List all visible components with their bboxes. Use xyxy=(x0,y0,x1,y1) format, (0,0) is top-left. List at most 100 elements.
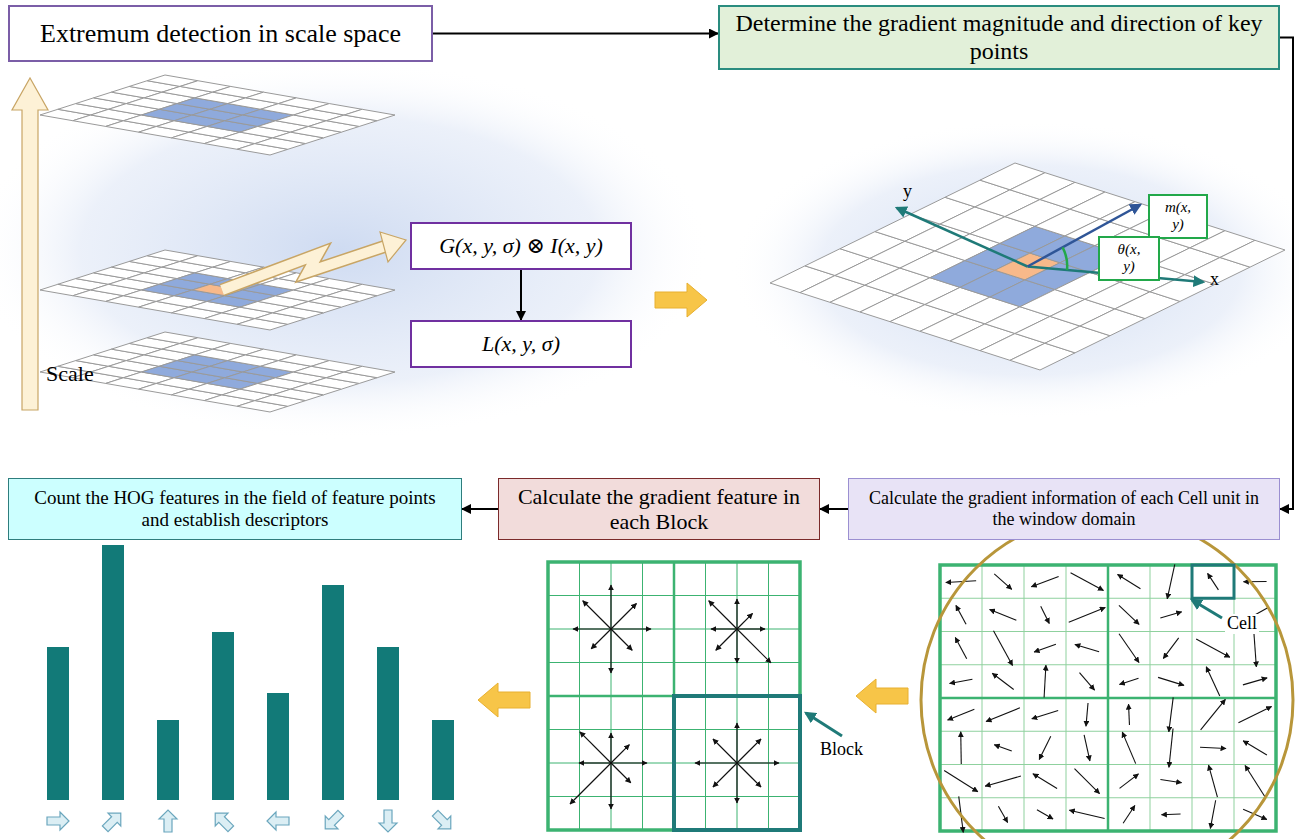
gradient-arrow xyxy=(1123,806,1135,824)
gradient-arrow xyxy=(737,628,765,629)
zigzag-arrow-head xyxy=(380,232,406,262)
symbol-box: m(x, y) xyxy=(1148,194,1208,239)
gradient-arrow xyxy=(994,574,1011,590)
scale-plane xyxy=(40,332,395,412)
gradient-arrow xyxy=(1243,741,1267,755)
gradient-arrow xyxy=(583,601,611,629)
connector-arrow xyxy=(520,270,522,320)
gradient-arrow xyxy=(1200,747,1226,748)
gradient-arrow xyxy=(611,629,632,650)
gradient-arrow xyxy=(1084,735,1090,761)
grid-border xyxy=(940,565,1276,831)
window-circle xyxy=(921,514,1293,839)
y-axis xyxy=(897,208,1028,267)
gradient-arrow xyxy=(716,629,737,650)
gradient-arrow xyxy=(1044,665,1046,697)
gradient-arrow xyxy=(1196,639,1230,657)
process-box: Calculate the gradient information of ea… xyxy=(848,478,1280,540)
direction-icon xyxy=(379,810,397,832)
node-text: Determine the gradient magnitude and dir… xyxy=(730,10,1268,65)
gradient-arrow xyxy=(1245,765,1265,796)
histogram-bar xyxy=(377,647,399,800)
gradient-arrow xyxy=(1206,667,1220,696)
gradient-arrow xyxy=(610,733,611,763)
grid-cell xyxy=(344,109,395,120)
node-text: Extremum detection in scale space xyxy=(40,19,401,49)
histogram-bar xyxy=(157,720,179,800)
gradient-arrow xyxy=(611,604,636,629)
zigzag-arrow xyxy=(222,246,386,290)
gradient-arrow xyxy=(994,745,1011,751)
gradient-arrow xyxy=(736,723,737,763)
gradient-arrow xyxy=(950,679,973,683)
gradient-arrow xyxy=(948,709,975,720)
histogram-bar xyxy=(212,632,234,800)
direction-icon xyxy=(209,807,237,835)
gradient-arrow xyxy=(695,762,737,763)
direction-icon xyxy=(319,807,347,835)
gradient-arrow xyxy=(1201,699,1226,730)
gradient-arrow xyxy=(1210,800,1215,828)
gradient-arrow xyxy=(1071,573,1104,591)
gradient-arrow xyxy=(737,739,761,763)
grid-line xyxy=(940,698,1276,699)
gradient-arrow xyxy=(1075,644,1099,651)
flow-arrow xyxy=(856,679,908,713)
direction-icon xyxy=(159,810,177,832)
gradient-arrow xyxy=(1031,577,1058,587)
gradient-arrow xyxy=(737,613,753,629)
gradient-arrow xyxy=(580,732,611,763)
gradient-arrow xyxy=(944,771,978,792)
leader-arrow xyxy=(806,713,842,736)
gradient-arrow xyxy=(986,708,1020,722)
glow xyxy=(0,60,710,440)
gradient-arrow xyxy=(611,763,631,783)
gradient-arrow xyxy=(1120,774,1139,788)
gradient-arrow xyxy=(737,629,771,663)
gradient-arrow xyxy=(736,629,737,663)
histogram xyxy=(47,545,457,835)
histogram-bar xyxy=(267,693,289,800)
gradient-arrow xyxy=(1160,612,1181,618)
gradient-arrow xyxy=(570,763,611,804)
gradient-arrow xyxy=(960,732,962,764)
process-box: Extremum detection in scale space xyxy=(8,5,433,62)
gradient-arrow xyxy=(1032,710,1058,718)
formula-box: L(x, y, σ) xyxy=(410,320,632,368)
gradient-arrow xyxy=(611,762,647,763)
gradient-arrow xyxy=(1243,678,1267,685)
grid-cell xyxy=(1220,240,1285,267)
gradient-arrow xyxy=(573,628,611,629)
direction-icon xyxy=(47,812,69,830)
scale-plane xyxy=(40,75,395,155)
gradient-arrow xyxy=(1163,638,1178,659)
gradient-arrow xyxy=(1208,573,1219,589)
gradient-arrow xyxy=(1158,677,1184,685)
gradient-arrow xyxy=(990,610,1017,621)
gradient-arrow xyxy=(956,605,966,624)
direction-icon xyxy=(99,807,127,835)
text-label: Scale xyxy=(46,362,94,386)
gradient-arrow xyxy=(1243,581,1266,582)
gradient-arrow xyxy=(946,581,976,583)
flow-arrow xyxy=(478,683,530,717)
grid-cell xyxy=(344,284,395,295)
gradient-arrow xyxy=(955,637,966,658)
gradient-arrow xyxy=(610,585,611,629)
text-label: Block xyxy=(818,740,865,760)
grid-cell xyxy=(344,366,395,377)
connector-arrow xyxy=(820,508,848,510)
gradient-arrow xyxy=(1069,810,1104,818)
flow-arrow xyxy=(655,283,707,317)
gradient-arrow xyxy=(737,763,761,787)
gradient-arrow xyxy=(1041,606,1050,623)
histogram-bar xyxy=(47,647,69,800)
gradient-arrow xyxy=(1254,629,1257,666)
gradient-arrow xyxy=(709,601,737,629)
block-border xyxy=(548,562,800,830)
gradient-arrow xyxy=(1039,736,1051,759)
block-grid xyxy=(548,562,800,830)
gradient-arrow xyxy=(1122,732,1135,763)
